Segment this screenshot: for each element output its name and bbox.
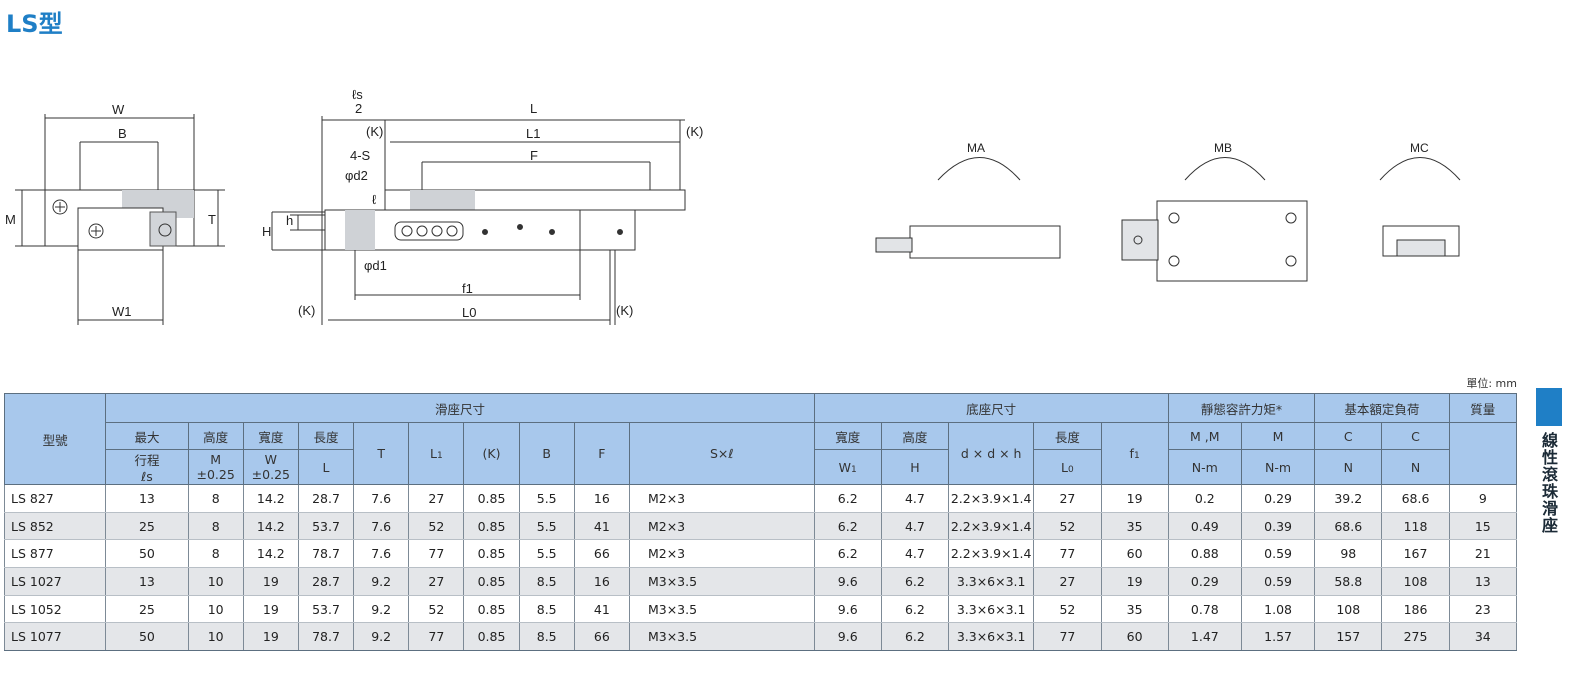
col-width-w-2: W±0.25: [242, 449, 299, 485]
col-d1d2h: d × d × h: [948, 422, 1035, 485]
col-model: 型號: [3, 393, 107, 485]
col-sxl: S×ℓ: [628, 422, 815, 485]
label-t: T: [208, 212, 216, 227]
label-w: W: [112, 102, 125, 117]
page-title: LS型: [6, 10, 63, 38]
spec-table: 型號 滑座尺寸 底座尺寸 靜態容許力矩* 基本額定負荷 質量 最大 高度 寬度 …: [3, 393, 1518, 652]
label-w1: W1: [112, 304, 132, 319]
col-l0-1: 長度: [1033, 422, 1102, 450]
col-c: C: [1314, 422, 1383, 450]
col-t: T: [353, 422, 410, 485]
col-height-m-2: M±0.25: [187, 449, 244, 485]
label-l: L: [530, 101, 537, 116]
col-length-l-2: L: [297, 449, 355, 485]
col-l0-2: L0: [1033, 449, 1102, 485]
label-mb: MB: [1214, 141, 1232, 155]
label-k-bottom-right: (K): [616, 303, 633, 318]
label-m: M: [5, 212, 16, 227]
col-unit-mamb: N-m: [1167, 449, 1242, 485]
label-4s: 4-S: [350, 148, 371, 163]
label-h: H: [262, 224, 271, 239]
col-mc: M: [1240, 422, 1316, 450]
col-mass: 質量: [1448, 393, 1518, 423]
col-f1: f1: [1100, 422, 1169, 485]
label-l0: L0: [462, 305, 476, 320]
col-c0: C: [1381, 422, 1450, 450]
label-k-top-right: (K): [686, 124, 703, 139]
dimension-drawings: W B M T W1 ℓs 2 L (K) L1 (K) 4-S F φd2 ℓ…: [5, 87, 1461, 325]
label-f: F: [530, 148, 538, 163]
col-w1-2: W1: [813, 449, 882, 485]
col-length-l-1: 長度: [297, 422, 355, 450]
col-h-1: 高度: [880, 422, 950, 450]
label-k-bottom-left: (K): [298, 303, 315, 318]
label-ls-num: ℓs: [352, 87, 363, 102]
label-b: B: [118, 126, 127, 141]
col-k: (K): [463, 422, 520, 485]
group-base: 底座尺寸: [813, 393, 1169, 423]
col-f: F: [573, 422, 630, 485]
col-mamb: M ,M: [1167, 422, 1242, 450]
front-view-drawing: [15, 114, 225, 325]
label-ma: MA: [967, 141, 985, 155]
col-h-2: H: [880, 449, 950, 485]
col-mass-blank: [1448, 422, 1518, 485]
col-stroke-1: 最大: [105, 422, 189, 450]
label-mc: MC: [1410, 141, 1429, 155]
label-h-small: h: [286, 213, 293, 228]
group-slider: 滑座尺寸: [105, 393, 815, 423]
col-l1: L1: [408, 422, 465, 485]
col-b: B: [518, 422, 575, 485]
moment-diagrams: [875, 157, 1461, 282]
group-load: 基本額定負荷: [1314, 393, 1450, 423]
col-w1-1: 寬度: [813, 422, 882, 450]
label-d1: φd1: [364, 258, 387, 273]
col-unit-mc: N-m: [1240, 449, 1316, 485]
col-height-m-1: 高度: [187, 422, 244, 450]
col-width-w-1: 寬度: [242, 422, 299, 450]
label-f1: f1: [462, 281, 473, 296]
col-unit-c: N: [1314, 449, 1383, 485]
side-view-drawing: [271, 116, 686, 325]
side-tab-marker: [1536, 388, 1562, 426]
group-moment: 靜態容許力矩*: [1167, 393, 1316, 423]
label-l-small: ℓ: [372, 192, 377, 207]
unit-note: 單位: mm: [1466, 377, 1517, 390]
col-unit-c0: N: [1381, 449, 1450, 485]
label-k-top-left: (K): [366, 124, 383, 139]
label-d2: φd2: [345, 168, 368, 183]
label-l1: L1: [526, 126, 540, 141]
side-category-label: 線性滾珠滑座: [1539, 432, 1558, 534]
label-ls-den: 2: [355, 101, 362, 116]
